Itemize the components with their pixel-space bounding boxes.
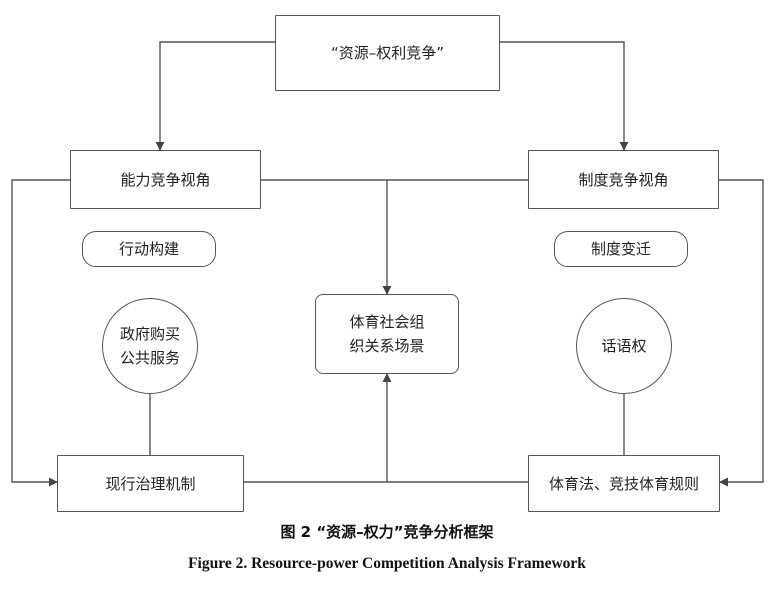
arrow-left-view-to-mechanism: [11, 179, 70, 487]
arrow-right-view-to-rules: [719, 179, 764, 487]
node-label-line1: 政府购买: [119, 325, 180, 343]
node-institutional-change: 制度变迁: [554, 231, 688, 267]
node-capability-competition-view: 能力竞争视角: [70, 150, 261, 209]
node-label: 制度竞争视角: [578, 170, 669, 189]
arrow-top-to-right-view: [500, 41, 629, 151]
node-discourse-power: 话语权: [576, 298, 672, 394]
node-resource-power-competition: “资源–权利竞争”: [275, 15, 500, 91]
node-label: “资源–权利竞争”: [330, 44, 445, 62]
node-current-governance-mechanism: 现行治理机制: [57, 455, 244, 512]
node-sports-social-organization-scene: 体育社会组 织关系场景: [315, 294, 459, 374]
caption-english: Figure 2. Resource-power Competition Ana…: [188, 555, 586, 572]
node-label: 现行治理机制: [105, 474, 196, 493]
node-government-purchase-public-services: 政府购买 公共服务: [102, 298, 198, 394]
arrow-top-to-left-view: [155, 41, 275, 151]
node-label-line2: 织关系场景: [349, 337, 425, 355]
node-label: 能力竞争视角: [120, 170, 211, 189]
node-label: 话语权: [601, 337, 647, 355]
node-action-construction: 行动构建: [82, 231, 216, 267]
node-label: 制度变迁: [590, 240, 651, 258]
node-label-line2: 公共服务: [119, 349, 180, 367]
node-institutional-competition-view: 制度竞争视角: [528, 150, 719, 209]
node-sports-law-competitive-rules: 体育法、竞技体育规则: [528, 455, 720, 512]
node-label: 体育法、竞技体育规则: [548, 474, 699, 493]
caption-chinese: 图 2 “资源–权力”竞争分析框架: [280, 523, 494, 541]
node-label-line1: 体育社会组: [349, 313, 425, 331]
node-label: 行动构建: [118, 240, 179, 258]
